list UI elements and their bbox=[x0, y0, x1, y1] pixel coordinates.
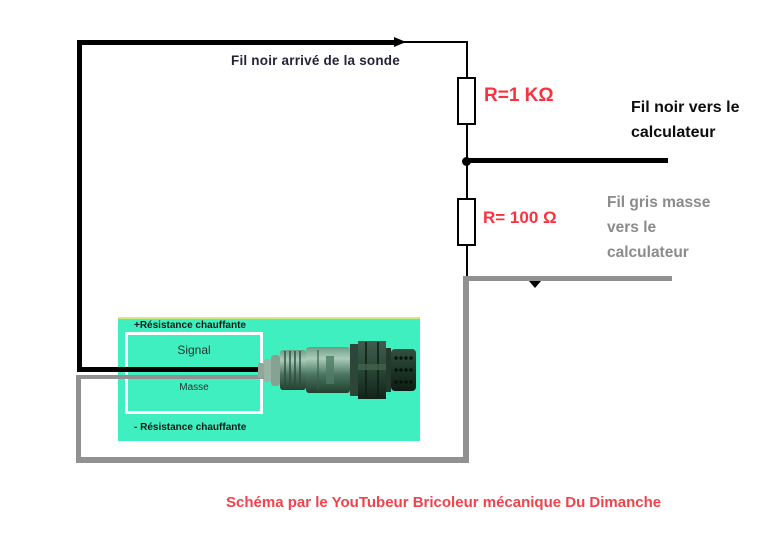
black-wire-arrowhead-icon bbox=[394, 37, 406, 47]
gray-wire-to-ecu bbox=[463, 276, 672, 281]
gray-ground-wire-to-sensor bbox=[78, 375, 264, 379]
wire-above-resistor-1 bbox=[466, 42, 468, 78]
label-resistor-100: R= 100 Ω bbox=[483, 208, 557, 227]
black-wire-to-ecu bbox=[466, 158, 668, 163]
black-wire-left-vertical bbox=[77, 40, 82, 372]
black-wire-top-horizontal bbox=[78, 40, 398, 45]
gray-wire-right-vertical bbox=[463, 276, 469, 463]
diagram-caption: Schéma par le YouTubeur Bricoleur mécani… bbox=[226, 494, 662, 511]
label-resistor-1k: R=1 KΩ bbox=[484, 85, 554, 106]
label-wire-from-probe: Fil noir arrivé de la sonde bbox=[231, 53, 400, 68]
ground-wire-label: Masse bbox=[179, 382, 209, 393]
gray-wire-left-vertical bbox=[76, 375, 81, 463]
gray-wire-arrowhead-icon bbox=[529, 281, 541, 288]
black-signal-wire-to-sensor bbox=[78, 367, 264, 372]
wire-below-resistor-2 bbox=[466, 245, 468, 279]
thin-wire-top-right bbox=[402, 41, 468, 43]
oxygen-sensor-image bbox=[258, 341, 416, 399]
heater-plus-label: +Résistance chauffante bbox=[134, 320, 246, 331]
gray-wire-bottom-horizontal bbox=[76, 457, 469, 463]
heater-minus-label: - Résistance chauffante bbox=[134, 422, 247, 433]
resistor-1k-symbol bbox=[457, 77, 476, 125]
label-gray-wire-to-ecu: Fil gris masse vers le calculateur bbox=[607, 194, 711, 261]
resistor-100-symbol bbox=[457, 198, 476, 246]
label-black-wire-to-ecu: Fil noir vers le calculateur bbox=[631, 99, 740, 141]
signal-wire-label: Signal bbox=[177, 343, 211, 357]
